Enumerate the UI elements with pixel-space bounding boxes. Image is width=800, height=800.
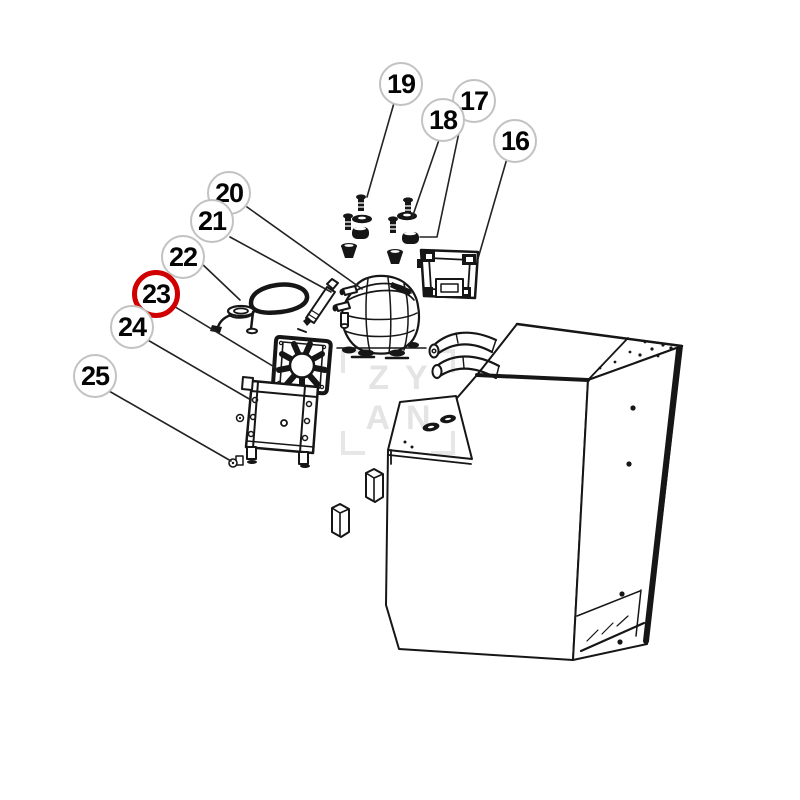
callout-18-label: 18 — [428, 104, 458, 135]
callout-16-label: 16 — [500, 125, 530, 156]
callout-16[interactable]: 16 — [493, 119, 537, 163]
callout-25-label: 25 — [80, 360, 110, 391]
callout-24-label: 24 — [117, 311, 147, 342]
callout-23-highlighted[interactable]: 23 — [132, 270, 180, 318]
leader-lines — [108, 102, 509, 462]
condenser-tubes-drawing — [428, 331, 501, 380]
condenser-fan-drawing — [270, 334, 333, 396]
drier-filter-drawing — [297, 278, 339, 333]
callout-23-label: 23 — [141, 278, 171, 309]
cabinet-drawing — [385, 322, 684, 661]
callout-17[interactable]: 17 — [452, 79, 496, 123]
callout-21[interactable]: 21 — [190, 199, 234, 243]
compressor-drawing — [332, 274, 427, 360]
callout-24[interactable]: 24 — [110, 305, 154, 349]
callout-22[interactable]: 22 — [161, 235, 205, 279]
fan-bracket-drawing — [235, 376, 320, 468]
tube-loop-drawing — [210, 282, 310, 335]
mounting-bracket-16-drawing — [417, 248, 480, 300]
fastener-screws-grommets-drawing — [341, 194, 419, 264]
callout-21-label: 21 — [197, 205, 227, 236]
callout-18[interactable]: 18 — [421, 98, 465, 142]
callout-25[interactable]: 25 — [73, 354, 117, 398]
callout-17-label: 17 — [459, 85, 489, 116]
callout-19[interactable]: 19 — [379, 62, 423, 106]
callout-22-label: 22 — [168, 241, 198, 272]
callout-19-label: 19 — [386, 68, 416, 99]
spacer-blocks-drawing — [331, 468, 384, 538]
